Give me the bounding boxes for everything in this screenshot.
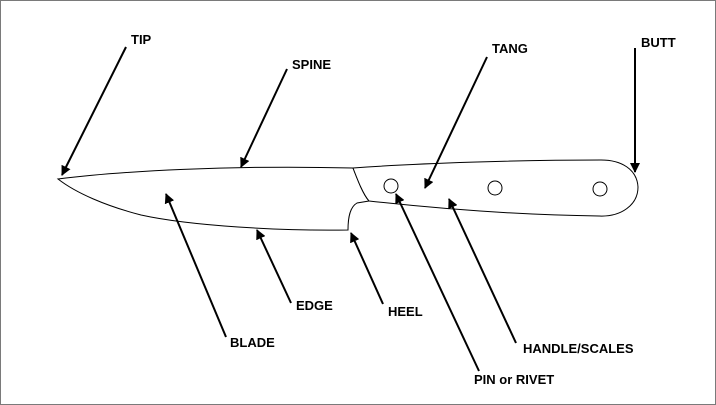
label-tip: TIP [131, 32, 152, 47]
edge-arrow [256, 229, 292, 304]
tang-arrow [424, 56, 488, 189]
label-tang: TANG [492, 41, 528, 56]
label-spine: SPINE [292, 57, 332, 72]
pin-rivet-3 [592, 181, 608, 197]
blade-shape [56, 166, 370, 231]
pin-rivet-2 [487, 180, 503, 196]
pin-rivet-arrow [395, 193, 480, 372]
label-heel: HEEL [388, 304, 423, 319]
spine-arrow [240, 68, 288, 168]
label-pin-or-rivet: PIN or RIVET [474, 372, 555, 387]
label-blade: BLADE [230, 335, 275, 350]
label-butt: BUTT [641, 35, 676, 50]
tip-arrow [61, 46, 127, 176]
label-edge: EDGE [296, 298, 333, 313]
heel-arrow [350, 232, 384, 305]
label-handle-scales: HANDLE/SCALES [523, 341, 634, 356]
pin-rivet-1 [383, 178, 399, 194]
handle-scales-arrow [448, 198, 517, 344]
blade-arrow [164, 193, 227, 338]
